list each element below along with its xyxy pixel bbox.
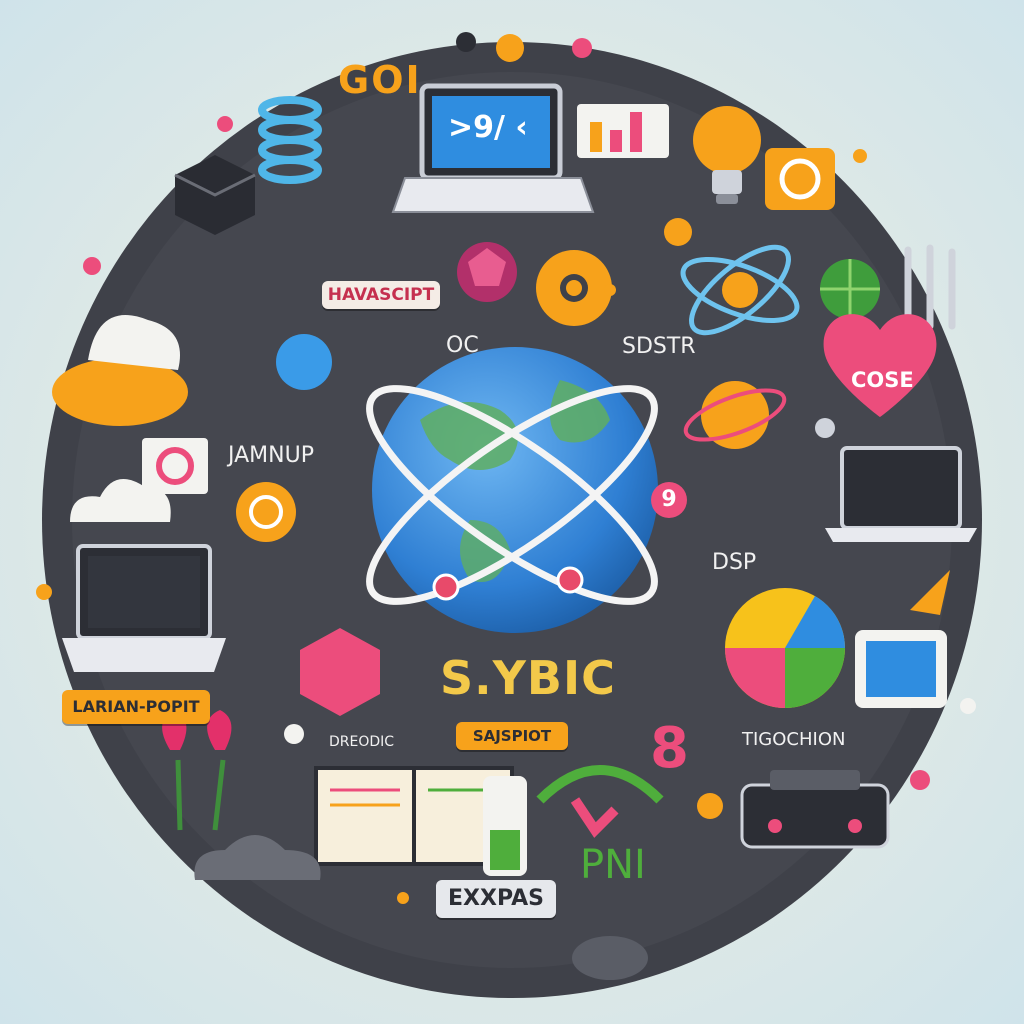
pen-icon — [904, 244, 956, 330]
spring-icon — [258, 96, 322, 184]
label-dsp: DSP — [712, 550, 757, 575]
label-tigochion: TIGOCHION — [742, 729, 846, 750]
gem-facets — [468, 248, 506, 286]
bar-chart-icon — [577, 104, 669, 158]
heart-icon — [823, 314, 937, 417]
confetti — [36, 32, 976, 904]
label-sybic: S.YBIC — [440, 651, 616, 705]
label-expas: EXXPAS — [436, 880, 556, 918]
battery-icon — [483, 776, 527, 876]
arrow-icon — [570, 797, 619, 838]
laptop-screen-prompt: >9/ ‹ — [448, 110, 528, 145]
label-goi: GOI — [338, 58, 422, 102]
pie-chart-icon — [725, 588, 845, 708]
label-cose: COSE — [851, 368, 914, 392]
left-laptop-icon — [62, 544, 226, 672]
atom-orange-icon — [683, 381, 787, 449]
label-eight: 8 — [650, 716, 689, 781]
gear-icon — [536, 250, 612, 326]
lightbulb-icon — [693, 106, 761, 204]
atom-icon — [680, 244, 800, 336]
dome-icon — [52, 315, 188, 426]
target-icon — [156, 447, 194, 485]
open-book-icon — [314, 766, 514, 866]
label-sdstr: SDSTR — [622, 334, 696, 359]
label-saspiot: SAJSPIOT — [456, 722, 568, 750]
laptop-icon — [391, 83, 595, 213]
refresh-icon — [779, 158, 821, 200]
swirl-inner — [249, 495, 283, 529]
label-laravel: LARIAN-POPIT — [62, 690, 210, 724]
label-oc: OC — [446, 333, 479, 358]
app-tile-icon — [765, 148, 835, 210]
label-jamnup: JAMNUP — [228, 443, 314, 468]
right-laptop-icon — [825, 446, 977, 542]
nine-badge: 9 — [651, 482, 687, 518]
swirl-icon — [236, 482, 296, 542]
globe-icon — [366, 347, 658, 633]
hex-icon — [300, 628, 380, 716]
target-tile-icon — [142, 438, 208, 494]
label-havascipt: HAVASCIPT — [322, 281, 440, 309]
label-pni: PNI — [580, 842, 646, 888]
small-gear-icon — [496, 34, 524, 62]
label-dreodic: DREODIC — [329, 734, 395, 750]
globe-grid — [820, 259, 880, 319]
rocket-icon — [910, 570, 950, 615]
gauge-icon — [536, 765, 664, 804]
tablet-icon — [855, 630, 947, 708]
mouse-icon — [572, 936, 648, 980]
controller-icon — [740, 770, 890, 849]
cube-icon — [174, 155, 256, 235]
storm-cloud-icon — [194, 835, 321, 880]
blue-ball-icon — [276, 334, 332, 390]
